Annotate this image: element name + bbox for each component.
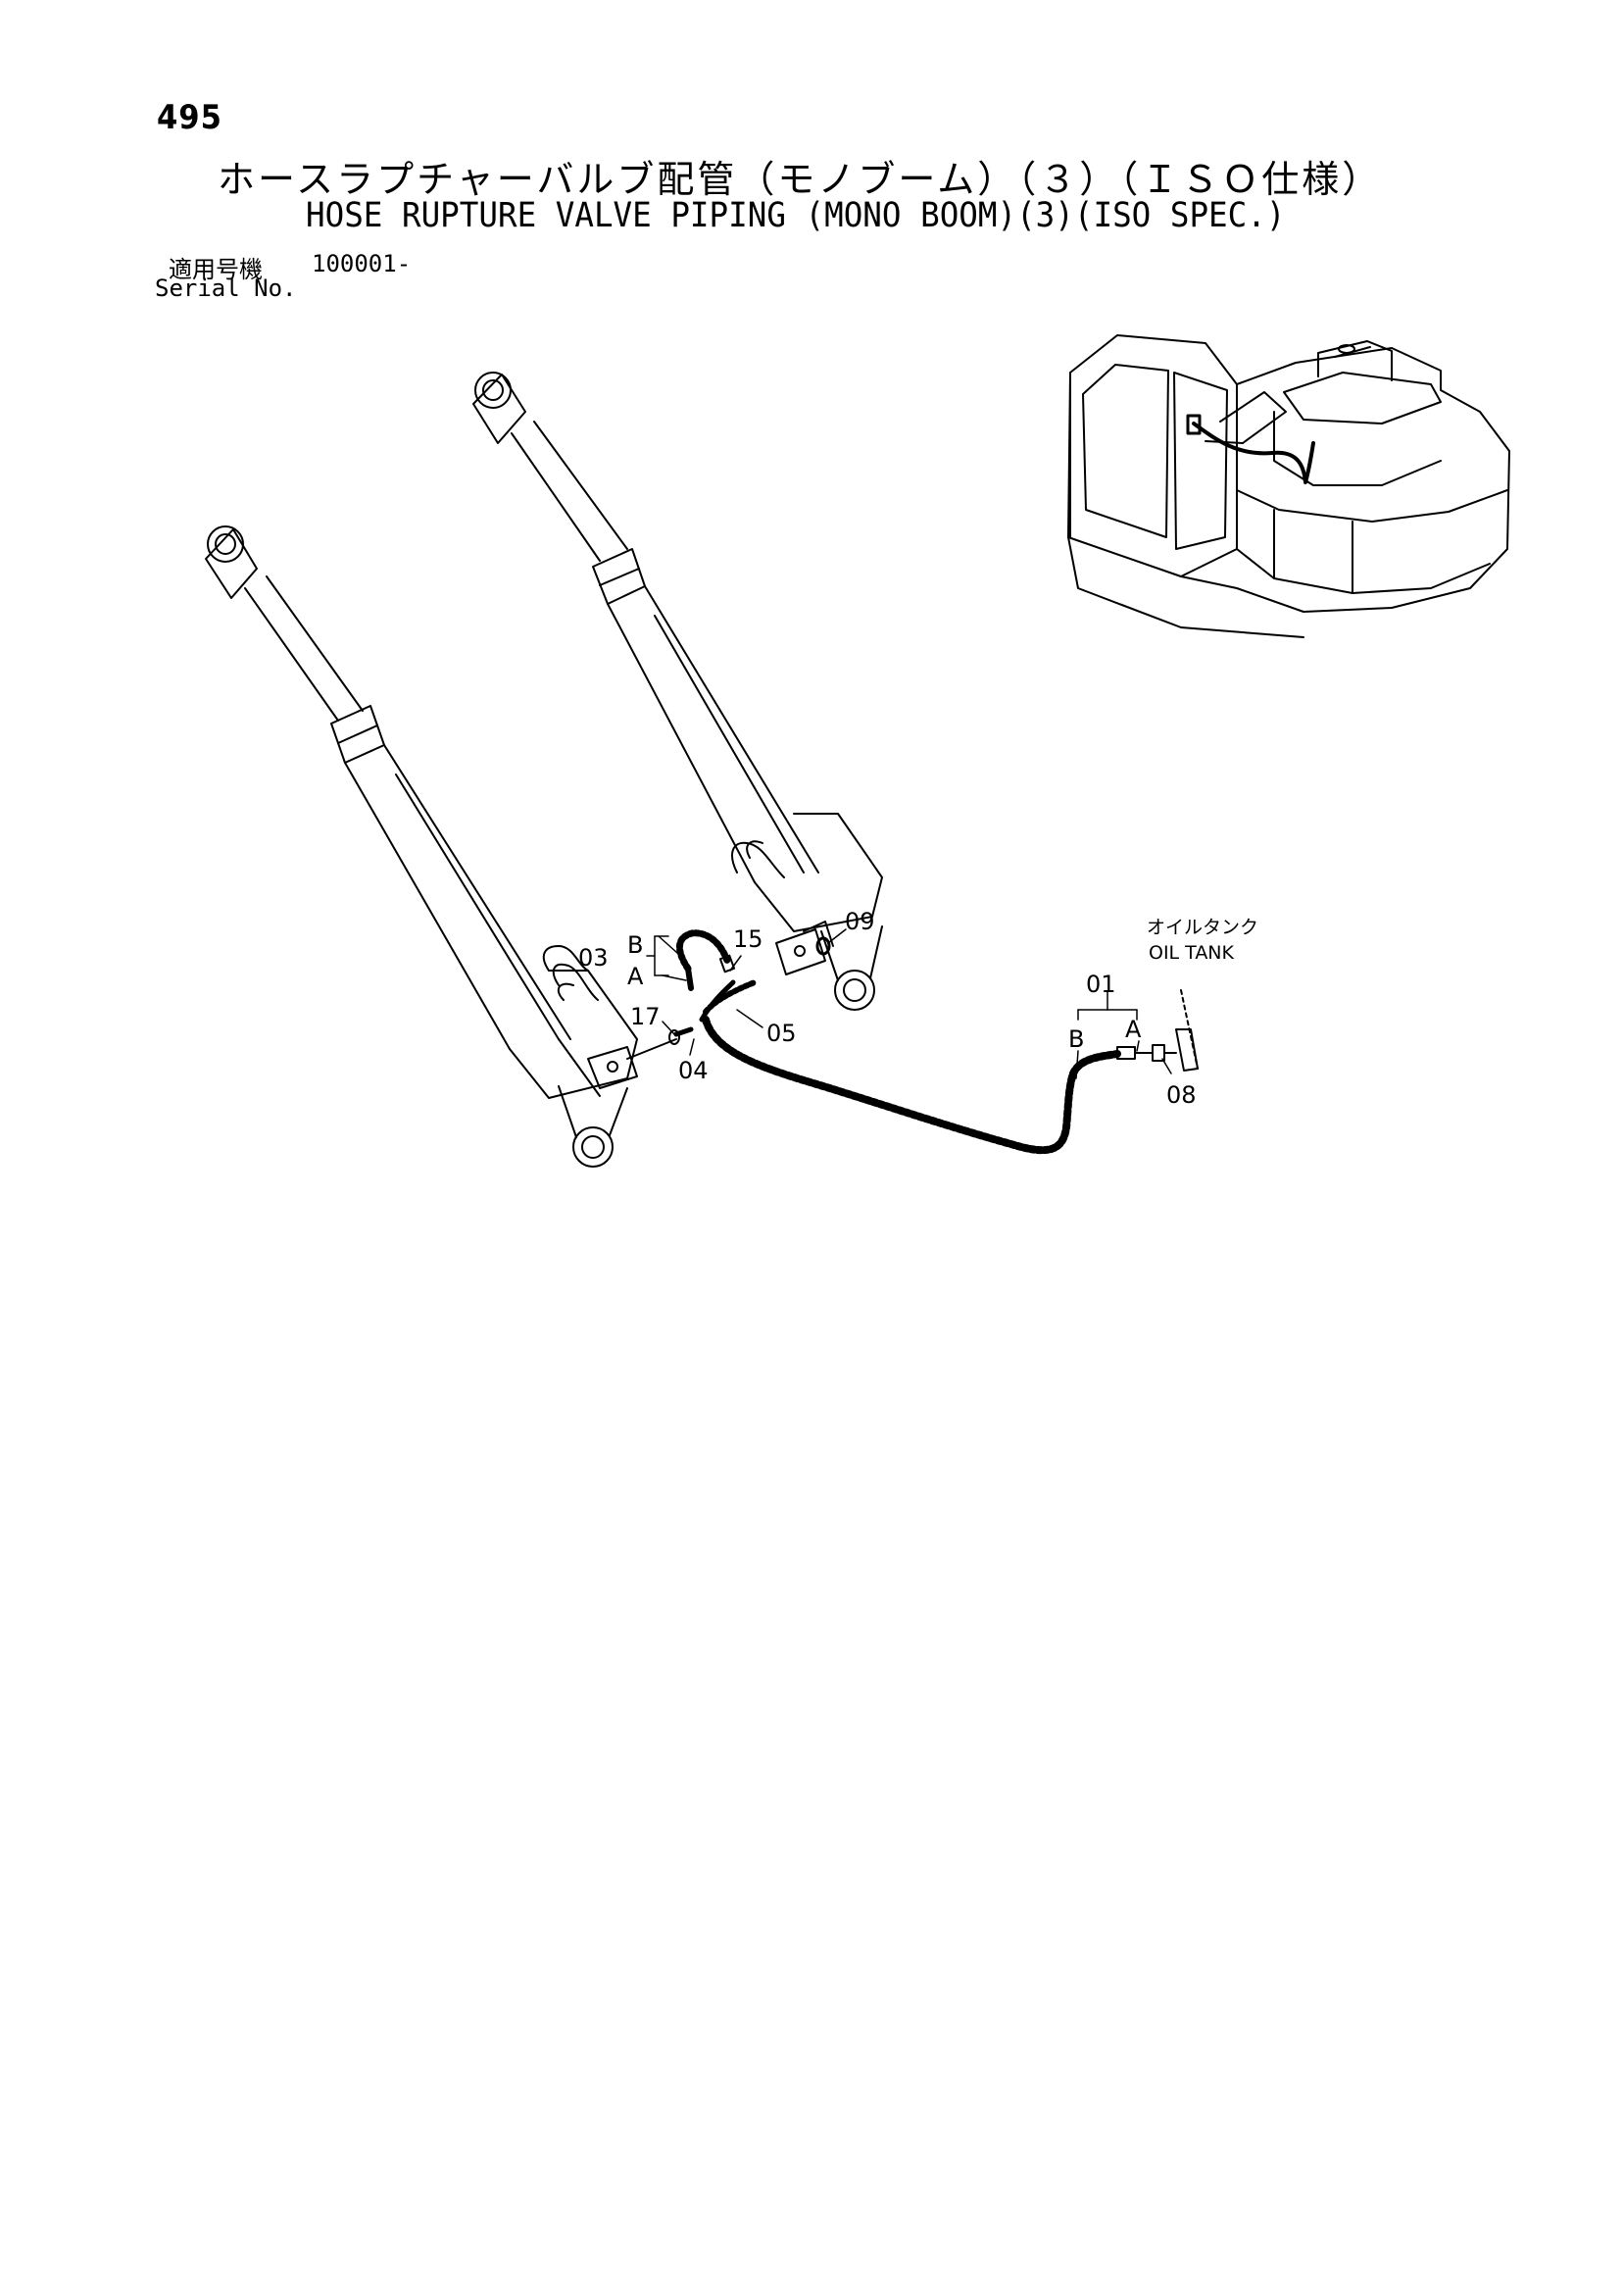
callout-08: 08 xyxy=(1166,1081,1197,1109)
callout-03: 03 xyxy=(578,944,609,972)
callout-15: 15 xyxy=(733,925,763,953)
right-boom-cylinder xyxy=(472,372,883,1011)
callout-b-right: B xyxy=(1068,1025,1084,1053)
piping-hoses xyxy=(626,929,1199,1155)
page-number: 495 xyxy=(157,98,222,137)
callout-b-left: B xyxy=(627,931,643,959)
serial-label-japanese: 適用号機 xyxy=(169,256,263,283)
callout-01: 01 xyxy=(1086,971,1116,998)
leader-lines xyxy=(646,928,1172,1079)
left-boom-cylinder xyxy=(205,525,638,1168)
oil-tank-label-japanese: オイルタンク xyxy=(1147,917,1258,938)
title-japanese: ホースラプチャーバルブ配管（モノブーム）（３）（ＩＳＯ仕様） xyxy=(218,158,1383,201)
excavator-overview-drawing xyxy=(1067,334,1510,638)
callout-a-left: A xyxy=(627,963,644,990)
callout-09: 09 xyxy=(845,908,875,935)
callout-04: 04 xyxy=(678,1057,709,1084)
serial-label-english: Serial No. xyxy=(155,275,297,302)
title-english: HOSE RUPTURE VALVE PIPING (MONO BOOM)(3)… xyxy=(306,196,1286,235)
serial-number-value: 100001- xyxy=(312,250,412,277)
callout-17: 17 xyxy=(630,1003,661,1030)
oil-tank-label-english: OIL TANK xyxy=(1149,942,1235,964)
callout-05: 05 xyxy=(766,1020,797,1047)
callout-a-right: A xyxy=(1125,1016,1142,1043)
